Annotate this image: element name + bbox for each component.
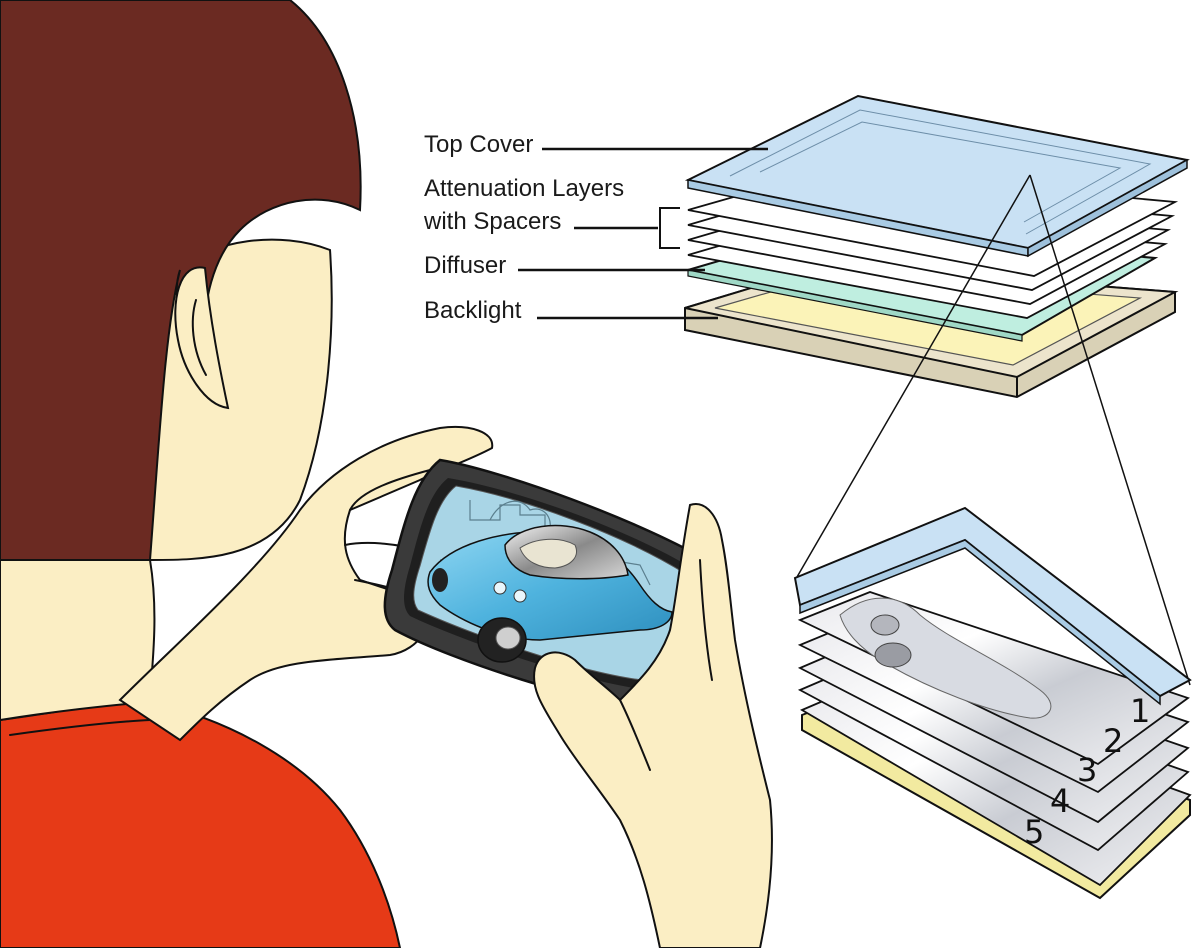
- label-diffuser: Diffuser: [424, 252, 506, 279]
- shirt: [0, 702, 400, 948]
- layer-number-2: 2: [1103, 722, 1123, 760]
- label-top-cover: Top Cover: [424, 131, 533, 158]
- label-attenuation-line2: with Spacers: [423, 208, 561, 235]
- bracket-attenuation: [660, 208, 680, 248]
- layer-number-5: 5: [1024, 813, 1044, 851]
- layer-number-4: 4: [1050, 782, 1070, 820]
- layer-number-3: 3: [1077, 751, 1097, 789]
- layer-stack: [685, 96, 1187, 397]
- label-attenuation-line1: Attenuation Layers: [424, 175, 624, 202]
- layer-number-1: 1: [1130, 692, 1150, 730]
- label-backlight: Backlight: [424, 297, 522, 324]
